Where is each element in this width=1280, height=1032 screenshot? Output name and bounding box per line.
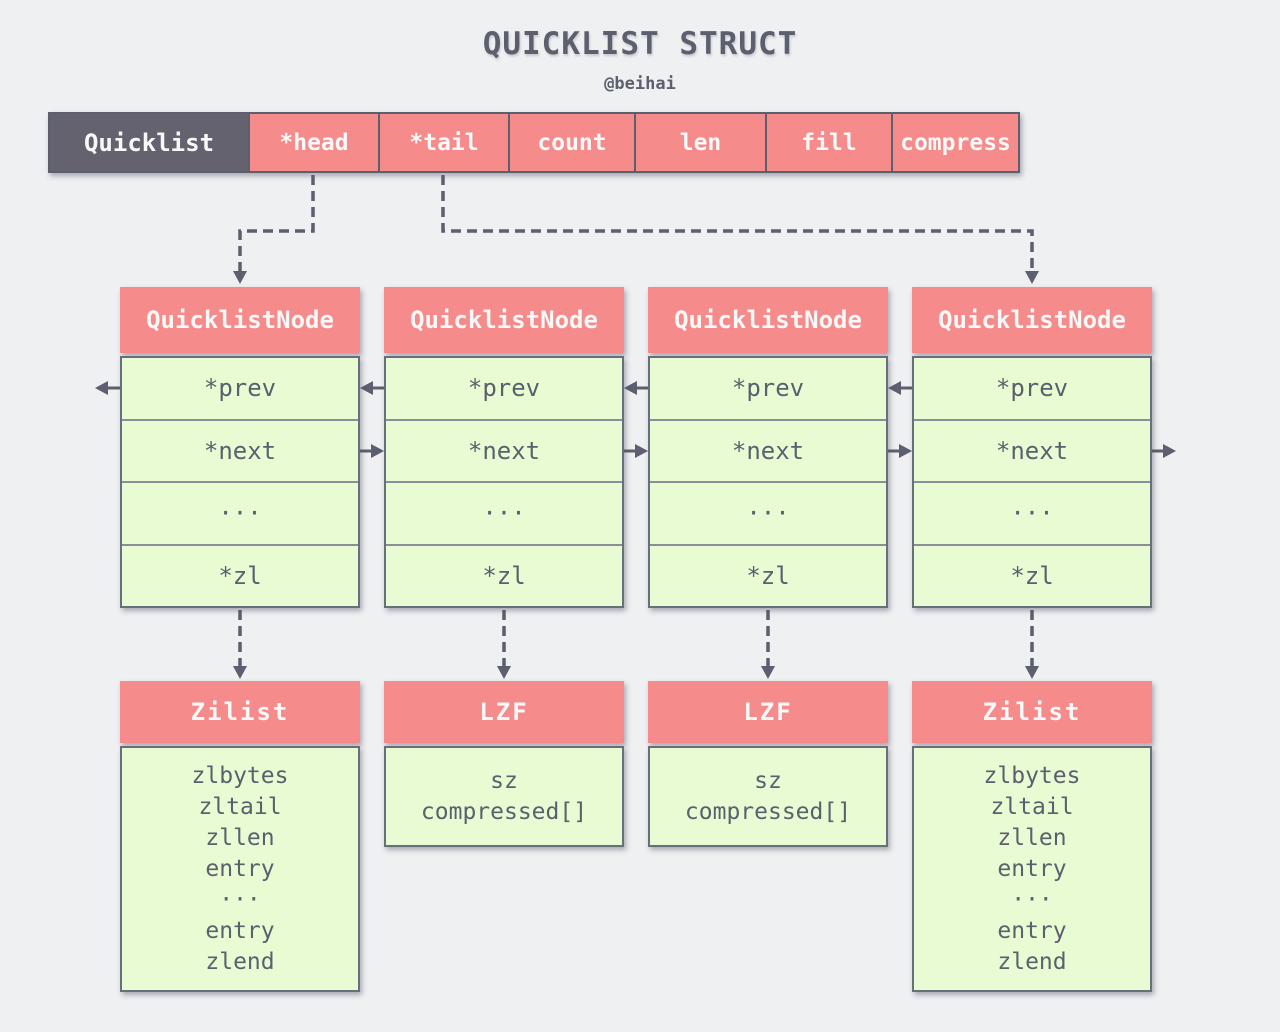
quicklistnode-1-header: QuicklistNode [120,287,360,353]
ziplist2-line-zllen: zllen [997,824,1067,851]
next-arrow-outer-right [1152,444,1176,458]
next-arrow-node1-to-node2 [360,444,384,458]
node1-field-zl: *zl [122,543,358,607]
ziplist2-line-entry2: entry [997,917,1067,944]
node3-field-next: *next [650,418,886,482]
ziplist1-line-zlbytes: zlbytes [191,762,289,789]
ziplist-2-header: Zilist [912,681,1152,743]
struct-field-head: *head [248,114,378,171]
lzf1-line-sz: sz [490,767,518,794]
ziplist2-line-zlend: zlend [997,948,1067,975]
zl-pointer-node1 [233,610,247,679]
node4-field-ellipsis: ··· [914,481,1150,544]
prev-arrow-outer-left [95,381,120,395]
zl-pointer-node3 [761,610,775,679]
struct-field-fill: fill [765,114,891,171]
ziplist1-line-entry: entry [205,855,275,882]
next-arrow-node3-to-node4 [888,444,912,458]
node1-field-ellipsis: ··· [122,481,358,544]
node3-field-prev: *prev [731,374,805,403]
lzf-2-body: sz compressed[] [648,746,888,847]
node1-field-prev: *prev [203,374,277,403]
struct-field-compress: compress [891,114,1018,171]
quicklistnode-4-header: QuicklistNode [912,287,1152,353]
prev-arrow-node4-to-node3 [888,381,912,395]
ziplist-1-header: Zilist [120,681,360,743]
lzf-1-body: sz compressed[] [384,746,624,847]
ziplist2-line-entry: entry [997,855,1067,882]
quicklistnode-1-body: *prev *next ··· *zl [120,356,360,608]
ziplist-1-body: zlbytes zltail zllen entry ··· entry zle… [120,746,360,992]
quicklistnode-2-header: QuicklistNode [384,287,624,353]
node1-field-next: *next [122,418,358,482]
node2-field-next: *next [386,418,622,482]
node2-field-ellipsis: ··· [386,481,622,544]
struct-field-count: count [508,114,634,171]
page-title: QUICKLIST STRUCT [482,26,798,62]
node2-field-zl: *zl [386,543,622,607]
author-credit: @beihai [604,74,676,94]
ziplist2-line-ellipsis: ··· [1011,886,1053,913]
prev-arrow-node3-to-node2 [624,381,648,395]
lzf-1-header: LZF [384,681,624,743]
ziplist2-line-zltail: zltail [990,793,1074,820]
quicklistnode-3-header: QuicklistNode [648,287,888,353]
struct-name-cell: Quicklist [50,114,248,171]
quicklistnode-3-body: *prev *next ··· *zl [648,356,888,608]
ziplist2-line-zlbytes: zlbytes [983,762,1081,789]
ziplist-2-body: zlbytes zltail zllen entry ··· entry zle… [912,746,1152,992]
quicklist-struct-row: Quicklist *head *tail count len fill com… [48,112,1020,173]
ziplist1-line-zltail: zltail [198,793,282,820]
node4-field-next: *next [914,418,1150,482]
zl-pointer-node4 [1025,610,1039,679]
struct-field-tail: *tail [378,114,508,171]
quicklistnode-2-body: *prev *next ··· *zl [384,356,624,608]
quicklistnode-4-body: *prev *next ··· *zl [912,356,1152,608]
next-arrow-node2-to-node3 [624,444,648,458]
prev-arrow-node2-to-node1 [360,381,384,395]
ziplist1-line-zlend: zlend [205,948,275,975]
lzf1-line-compressed: compressed[] [420,798,588,825]
lzf-2-header: LZF [648,681,888,743]
zl-pointer-node2 [497,610,511,679]
ziplist1-line-entry2: entry [205,917,275,944]
node3-field-zl: *zl [650,543,886,607]
tail-pointer-connector [441,175,1039,284]
node4-field-prev: *prev [995,374,1069,403]
node4-field-zl: *zl [914,543,1150,607]
lzf2-line-sz: sz [754,767,782,794]
ziplist1-line-zllen: zllen [205,824,275,851]
head-pointer-connector [233,175,315,284]
node3-field-ellipsis: ··· [650,481,886,544]
struct-field-len: len [634,114,765,171]
node2-field-prev: *prev [467,374,541,403]
lzf2-line-compressed: compressed[] [684,798,852,825]
ziplist1-line-ellipsis: ··· [219,886,261,913]
